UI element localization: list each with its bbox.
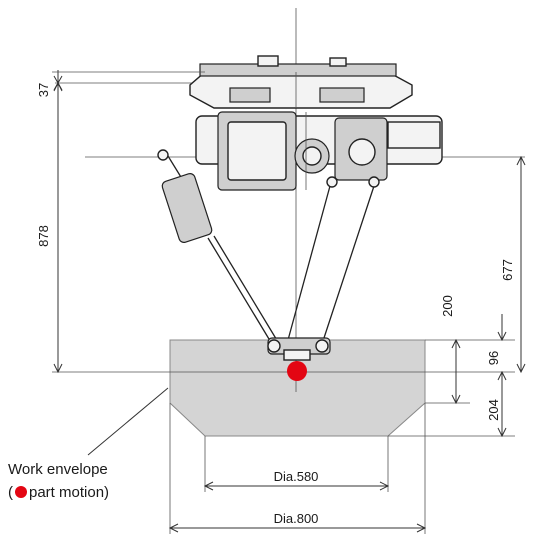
dim-dia-580: Dia.580 <box>203 436 390 492</box>
dim-677-label: 677 <box>500 259 515 281</box>
dim-677: 677 <box>500 155 526 374</box>
dim-200-label: 200 <box>440 295 455 317</box>
dim-dia-800: Dia.800 <box>168 403 427 534</box>
callout-leader <box>87 387 169 456</box>
robot-base <box>189 55 413 109</box>
dim-878-label: 878 <box>36 225 51 247</box>
dim-dia-800-label: Dia.800 <box>274 511 319 526</box>
callout-marker-icon <box>15 486 27 498</box>
dim-dia-580-label: Dia.580 <box>274 469 319 484</box>
motor-housing <box>195 111 443 191</box>
dim-37-label: 37 <box>36 83 51 97</box>
dim-200: 200 <box>440 295 461 405</box>
dim-878: 878 <box>36 81 63 374</box>
end-effector <box>267 337 331 361</box>
robot-arms <box>157 149 380 345</box>
dim-96: 96 <box>486 314 507 398</box>
dim-37: 37 <box>36 70 205 97</box>
work-envelope-callout: Work envelope ( part motion) <box>8 461 109 501</box>
dim-96-label: 96 <box>486 351 501 365</box>
callout-line-2: part motion) <box>29 484 109 501</box>
dim-204: 204 <box>486 372 507 438</box>
part-motion-marker <box>287 361 307 381</box>
callout-line-1: Work envelope <box>8 461 108 478</box>
callout-line-2-open: ( <box>8 484 13 501</box>
dim-204-label: 204 <box>486 399 501 421</box>
